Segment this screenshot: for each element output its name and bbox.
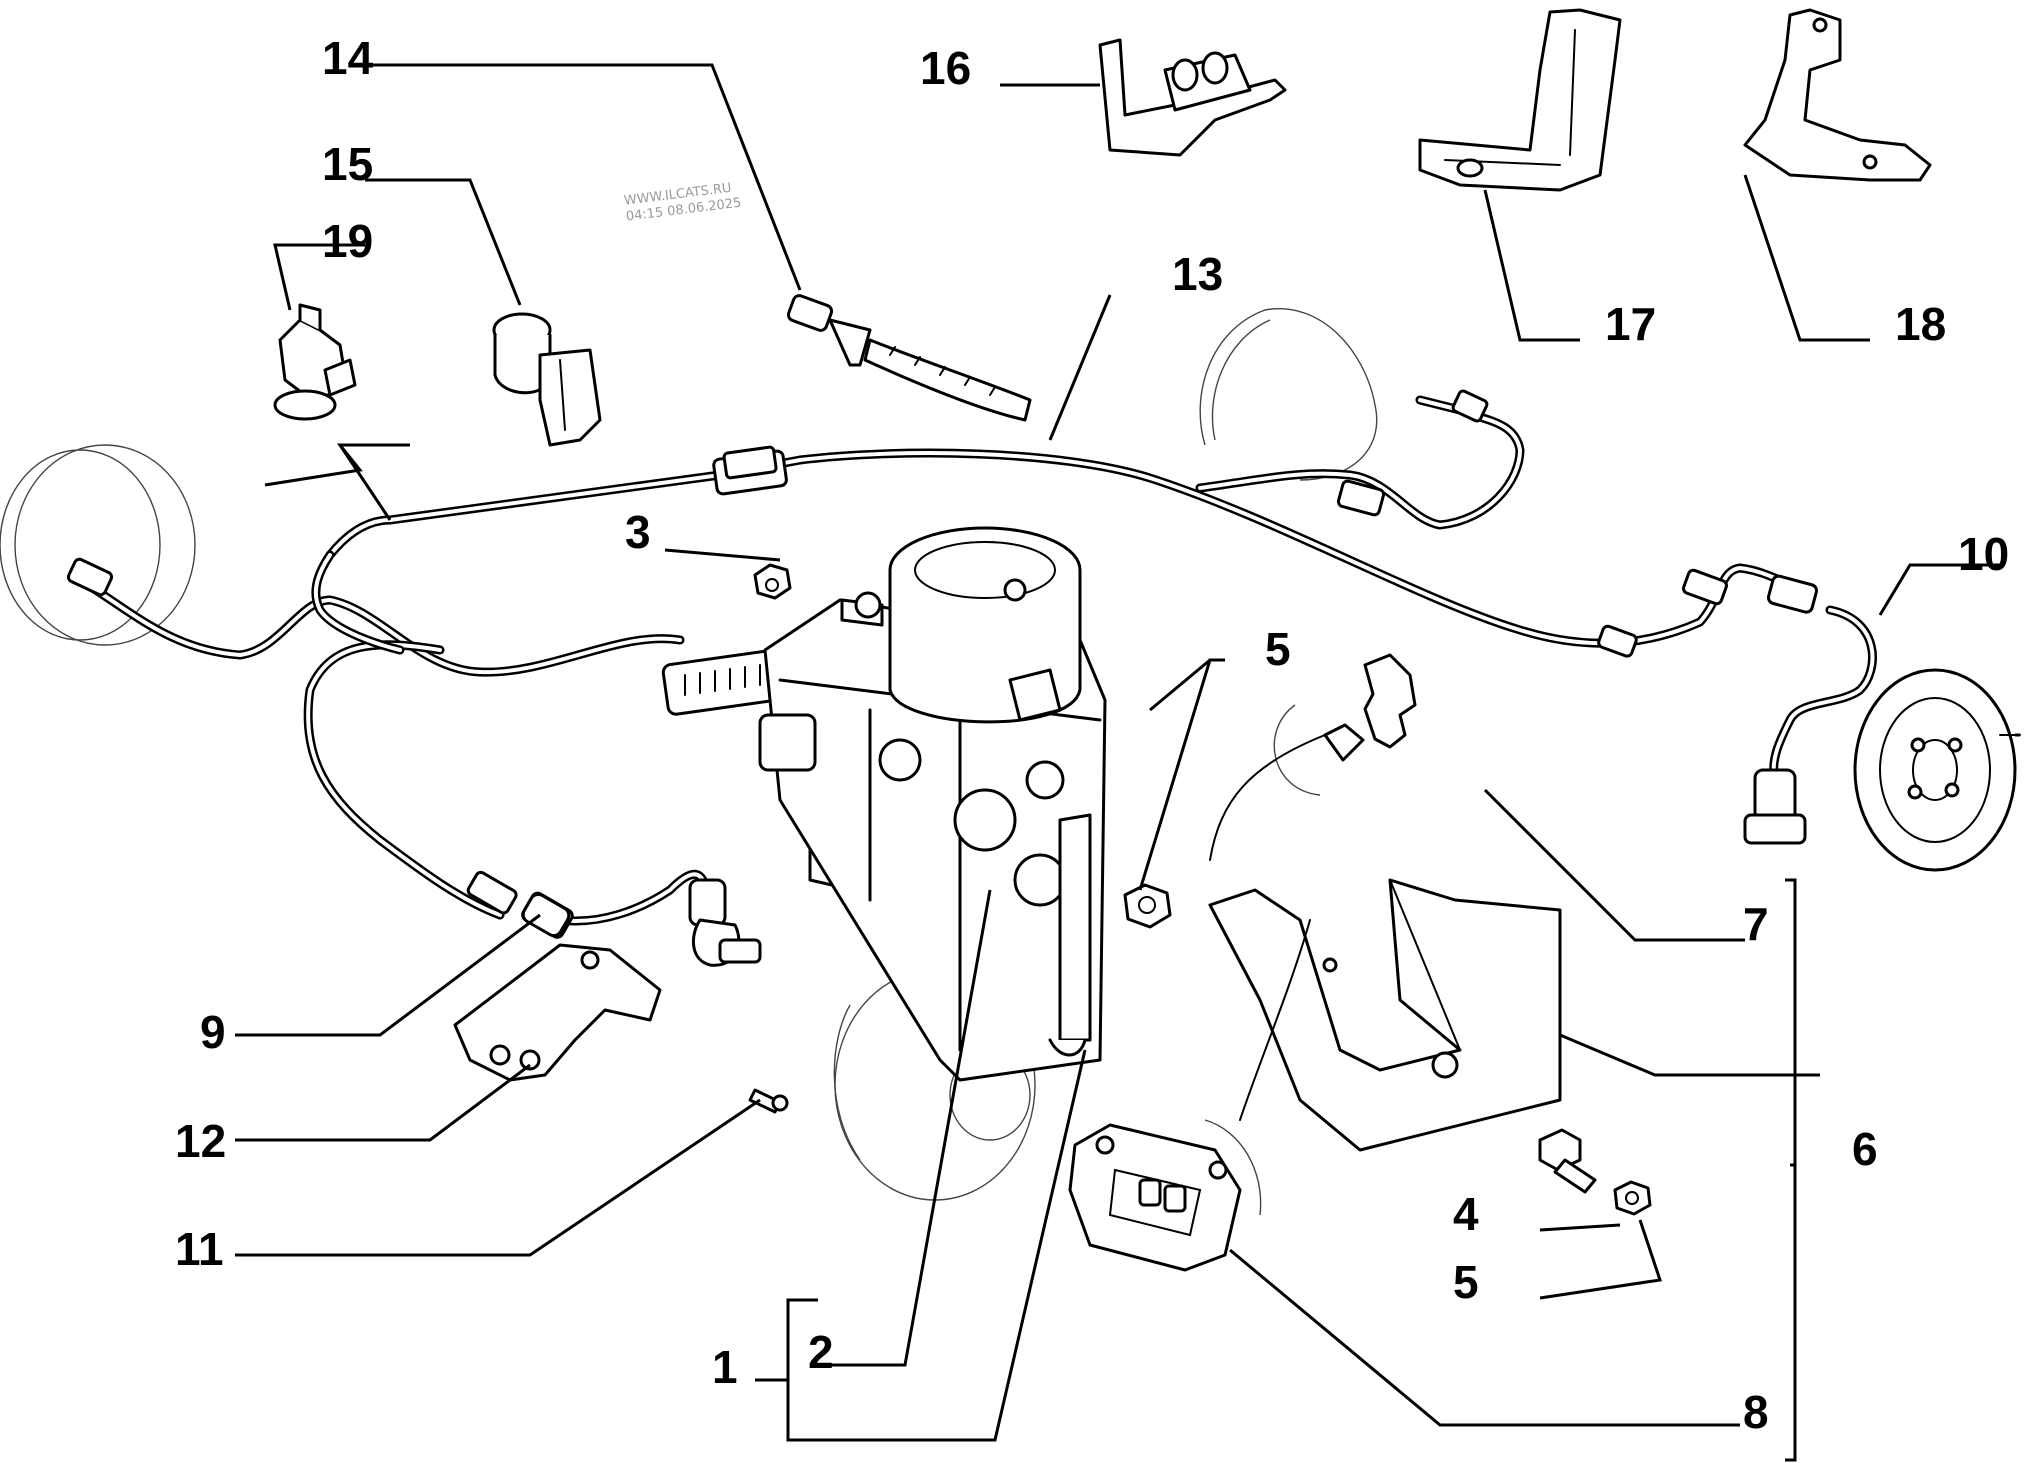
callout-3: 3 — [625, 506, 651, 558]
callout-13: 13 — [1172, 248, 1223, 300]
callout-5-lower: 5 — [1453, 1256, 1479, 1308]
part-8-mount — [1068, 1123, 1242, 1272]
part-18-bracket — [1743, 8, 1932, 182]
callout-12: 12 — [175, 1115, 226, 1167]
part-12-bracket — [453, 943, 662, 1082]
part-16-bracket — [1098, 38, 1287, 157]
part-11-screw — [748, 1088, 789, 1114]
callout-16: 16 — [920, 42, 971, 94]
callout-6: 6 — [1852, 1123, 1878, 1175]
callout-7: 7 — [1743, 898, 1769, 950]
callout-2: 2 — [808, 1326, 834, 1378]
front-left-speed-sensor — [688, 878, 762, 967]
rear-right-speed-sensor — [1743, 768, 1807, 845]
part-4-bolt — [1538, 1128, 1597, 1194]
callout-10: 10 — [1958, 528, 2009, 580]
part-17-bracket — [1418, 8, 1622, 192]
callout-17: 17 — [1605, 298, 1656, 350]
part-9-connector — [521, 892, 571, 938]
part-15-fitting — [492, 312, 602, 447]
ghost-arc-bracket — [1273, 704, 1321, 796]
part-5-nut-lower — [1613, 1180, 1652, 1216]
part-6-support-bracket — [1208, 878, 1562, 1152]
abs-hydraulic-unit — [758, 526, 1107, 1082]
rear-right-wheel-hub — [1853, 668, 2021, 872]
callout-18: 18 — [1895, 298, 1946, 350]
callout-5-upper: 5 — [1265, 623, 1291, 675]
callout-11: 11 — [175, 1223, 224, 1275]
part-3-nut — [753, 563, 792, 600]
callout-9: 9 — [200, 1006, 226, 1058]
part-7-clip — [1323, 653, 1417, 762]
watermark: WWW.ILCATS.RU 04:15 08.06.2025 — [623, 181, 742, 225]
callout-8: 8 — [1743, 1386, 1769, 1438]
callout-1: 1 — [712, 1341, 738, 1393]
ghost-wheel-rear — [1199, 308, 1378, 481]
ghost-wheel-left — [0, 444, 196, 646]
part-14-sensor — [786, 294, 1032, 422]
part-5-nut-upper — [1123, 883, 1172, 929]
leader-lines — [235, 63, 2000, 1462]
part-19-connector — [273, 303, 357, 421]
callout-14: 14 — [322, 32, 374, 84]
callout-15: 15 — [322, 138, 373, 190]
callout-19: 19 — [322, 215, 373, 267]
callout-4: 4 — [1453, 1188, 1479, 1240]
callout-labels: 14 15 19 16 17 18 13 3 5 10 7 6 4 5 8 9 … — [175, 32, 2009, 1438]
wiring-harness — [66, 389, 1877, 939]
ghost-arc-support — [1204, 1119, 1262, 1216]
